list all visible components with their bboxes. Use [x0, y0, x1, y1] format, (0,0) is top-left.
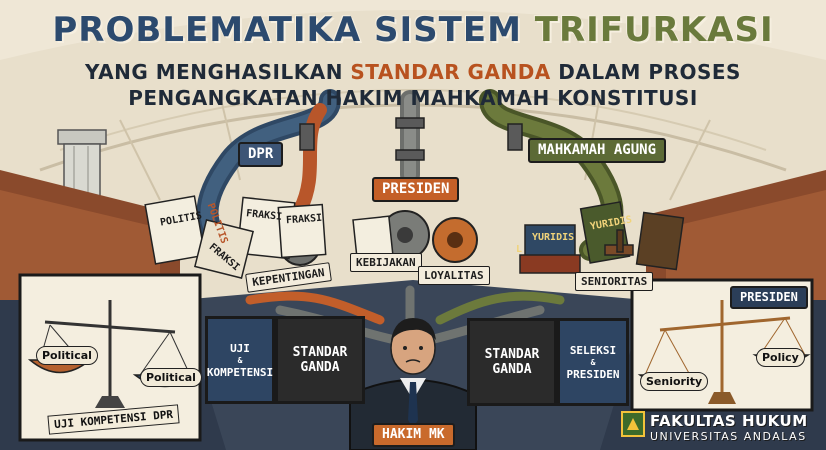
ma-books	[519, 201, 685, 274]
scale-right-pan-left: Seniority	[640, 372, 709, 391]
subtitle-post: DALAM PROSES	[550, 60, 741, 84]
label-senioritas: SENIORITAS	[575, 272, 654, 291]
logo-name: FAKULTAS HUKUM	[650, 412, 808, 430]
faculty-logo	[621, 411, 645, 437]
main-title: PROBLEMATIKA SISTEM TRIFURKASI	[0, 10, 826, 50]
panel-uji-kompetensi: UJI & KOMPETENSI	[205, 316, 275, 404]
label-dpr: DPR	[238, 142, 284, 168]
seleksi-line2: PRESIDEN	[566, 367, 620, 381]
standar-right-line1: STANDAR	[484, 347, 540, 362]
label-presiden-right: PRESIDEN	[730, 286, 808, 310]
dpr-documents	[144, 195, 394, 280]
scale-left-pan-left: Political	[36, 346, 98, 365]
panel-standar-ganda-left: STANDAR GANDA	[275, 316, 365, 404]
panel-standar-ganda-right: STANDAR GANDA	[467, 318, 557, 406]
label-kebijakan: KEBIJAKAN	[350, 253, 422, 272]
subtitle-line2: PENGANGKATAN HAKIM MAHKAMAH KONSTITUSI	[128, 86, 698, 110]
scale-right-pan-right: Policy	[756, 348, 805, 367]
logo-sub: UNIVERSITAS ANDALAS	[650, 430, 807, 443]
standar-left-line1: STANDAR	[292, 345, 348, 360]
subtitle-line1: YANG MENGHASILKAN STANDAR GANDA DALAM PR…	[0, 60, 826, 84]
book-yuridis-1: YURIDIS	[532, 232, 575, 243]
subtitle-pre: YANG MENGHASILKAN	[85, 60, 351, 84]
label-loyalitas: LOYALITAS	[418, 266, 490, 285]
seleksi-line1: SELEKSI	[569, 343, 617, 357]
standar-left-line2: GANDA	[300, 360, 340, 375]
standar-right-line2: GANDA	[492, 362, 532, 377]
panel-seleksi-presiden: SELEKSI & PRESIDEN	[557, 318, 629, 406]
label-presiden: PRESIDEN	[372, 177, 460, 203]
uji-line2: KOMPETENSI	[206, 365, 274, 379]
seleksi-amp: &	[590, 357, 596, 367]
uji-line1: UJI	[230, 341, 250, 355]
title-part2: TRIFURKASI	[534, 10, 774, 50]
label-mahkamah-agung: MAHKAMAH AGUNG	[528, 138, 667, 164]
uji-amp: &	[237, 355, 243, 365]
label-hakim-mk: HAKIM MK	[372, 423, 455, 448]
title-part1: PROBLEMATIKA SISTEM	[52, 10, 535, 50]
scale-left-pan-right: Political	[140, 368, 202, 387]
book-l: L	[516, 244, 523, 255]
subtitle-accent: STANDAR GANDA	[350, 60, 551, 84]
